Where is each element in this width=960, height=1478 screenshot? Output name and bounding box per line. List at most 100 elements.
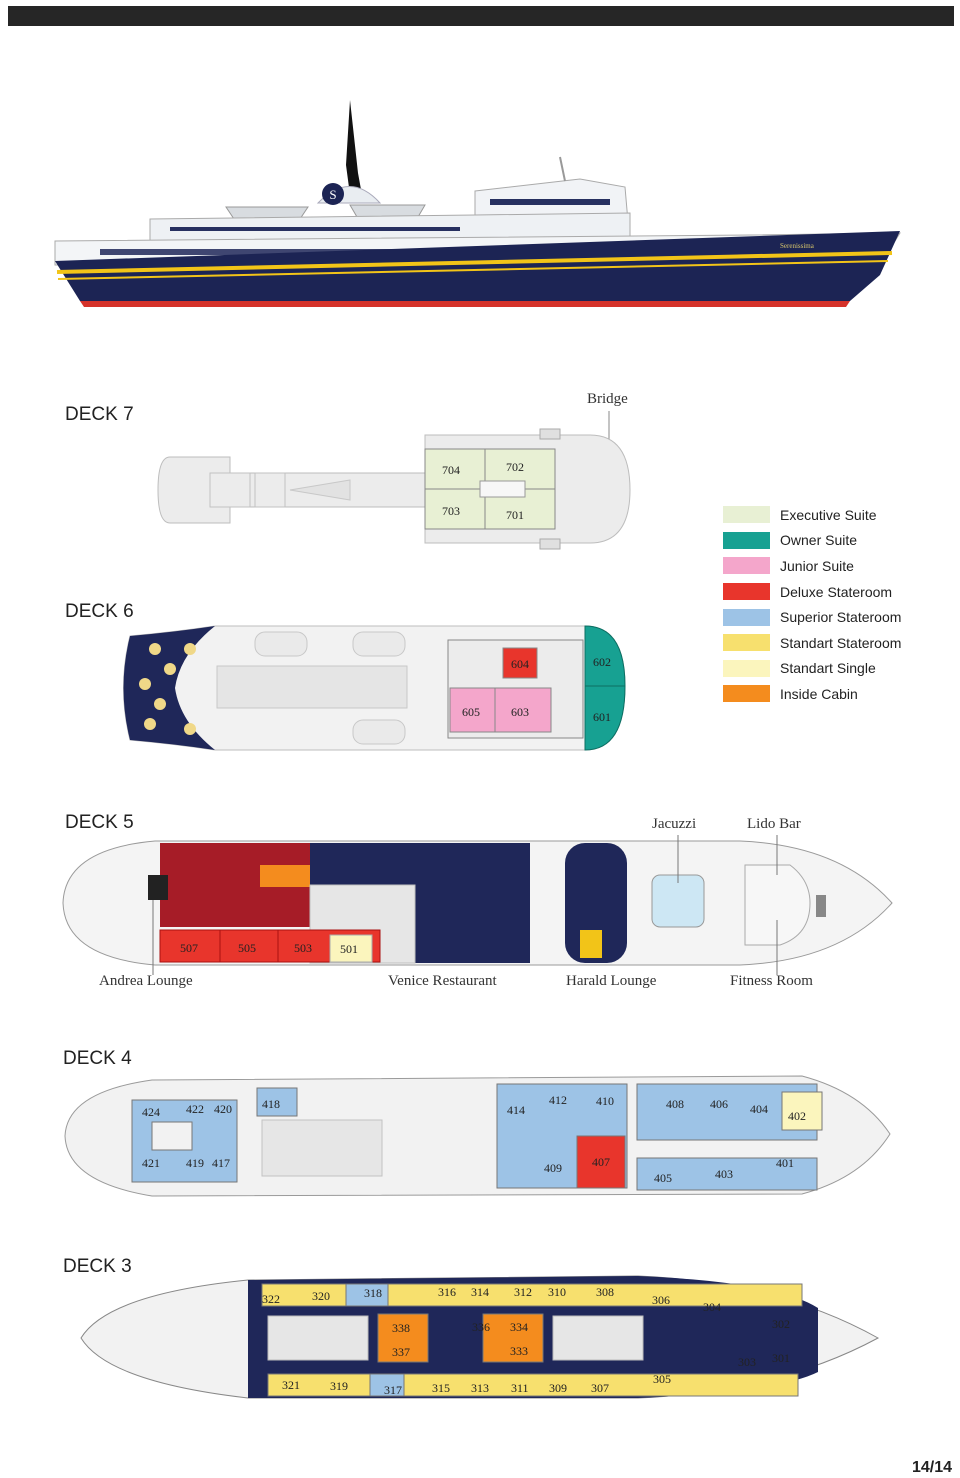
deck-3-plan: 322 320 318 316 314 312 310 308 306 304 … bbox=[80, 1275, 880, 1399]
top-bar bbox=[8, 6, 954, 26]
page-number: 14/14 bbox=[911, 1459, 952, 1476]
room-501: 501 bbox=[340, 942, 358, 956]
room-424: 424 bbox=[142, 1105, 160, 1119]
room-316: 316 bbox=[438, 1285, 456, 1299]
ship-name-on-hull: Serenissima bbox=[780, 242, 815, 250]
deck-4-title: DECK 4 bbox=[63, 1048, 132, 1069]
lido-bar-label: Lido Bar bbox=[747, 816, 801, 832]
legend-label: Standart Stateroom bbox=[780, 634, 902, 651]
legend-label: Superior Stateroom bbox=[780, 609, 902, 626]
legend-item: Junior Suite bbox=[723, 553, 943, 579]
room-422: 422 bbox=[186, 1102, 204, 1116]
room-334: 334 bbox=[510, 1320, 528, 1334]
room-336: 336 bbox=[472, 1320, 490, 1334]
room-321: 321 bbox=[282, 1378, 300, 1392]
room-304: 304 bbox=[703, 1300, 721, 1314]
room-313: 313 bbox=[471, 1381, 489, 1395]
room-307: 307 bbox=[591, 1381, 609, 1395]
room-303: 303 bbox=[738, 1355, 756, 1369]
room-603: 603 bbox=[511, 705, 529, 719]
room-310: 310 bbox=[548, 1285, 566, 1299]
room-414: 414 bbox=[507, 1103, 525, 1117]
ship-profile-illustration: S Serenissima bbox=[54, 100, 901, 307]
room-505: 505 bbox=[238, 941, 256, 955]
legend-swatch bbox=[723, 531, 770, 549]
legend-item: Inside Cabin bbox=[723, 681, 943, 707]
room-305: 305 bbox=[653, 1372, 671, 1386]
bridge-label: Bridge bbox=[587, 391, 628, 407]
room-604: 604 bbox=[511, 657, 529, 671]
fitness-room-label: Fitness Room bbox=[730, 973, 813, 989]
legend-item: Executive Suite bbox=[723, 502, 943, 528]
room-401: 401 bbox=[776, 1156, 794, 1170]
room-602: 602 bbox=[593, 655, 611, 669]
room-507: 507 bbox=[180, 941, 198, 955]
legend-swatch bbox=[723, 659, 770, 677]
room-318: 318 bbox=[364, 1286, 382, 1300]
room-309: 309 bbox=[549, 1381, 567, 1395]
room-418: 418 bbox=[262, 1097, 280, 1111]
room-317: 317 bbox=[384, 1383, 402, 1397]
room-406: 406 bbox=[710, 1097, 728, 1111]
deck-6-title: DECK 6 bbox=[65, 601, 134, 622]
deck-5-title: DECK 5 bbox=[65, 812, 134, 833]
room-306: 306 bbox=[652, 1293, 670, 1307]
legend-swatch bbox=[723, 506, 770, 524]
room-419: 419 bbox=[186, 1156, 204, 1170]
room-301: 301 bbox=[772, 1351, 790, 1365]
room-405: 405 bbox=[654, 1171, 672, 1185]
legend-label: Owner Suite bbox=[780, 532, 858, 549]
room-421: 421 bbox=[142, 1156, 160, 1170]
legend-item: Deluxe Stateroom bbox=[723, 579, 943, 605]
room-337: 337 bbox=[392, 1345, 410, 1359]
room-417: 417 bbox=[212, 1156, 230, 1170]
legend-item: Standart Single bbox=[723, 656, 943, 682]
room-503: 503 bbox=[294, 941, 312, 955]
legend-label: Junior Suite bbox=[780, 557, 854, 574]
room-407: 407 bbox=[592, 1155, 610, 1169]
room-333: 333 bbox=[510, 1344, 528, 1358]
room-404: 404 bbox=[750, 1102, 768, 1116]
room-320: 320 bbox=[312, 1289, 330, 1303]
legend-item: Owner Suite bbox=[723, 528, 943, 554]
room-315: 315 bbox=[432, 1381, 450, 1395]
legend-item: Standart Stateroom bbox=[723, 630, 943, 656]
room-408: 408 bbox=[666, 1097, 684, 1111]
venice-restaurant-label: Venice Restaurant bbox=[388, 973, 497, 989]
room-302: 302 bbox=[772, 1317, 790, 1331]
room-704: 704 bbox=[442, 463, 460, 477]
ship-logo: S bbox=[329, 187, 336, 202]
legend-swatch bbox=[723, 634, 770, 652]
room-402: 402 bbox=[788, 1109, 806, 1123]
harald-lounge-label: Harald Lounge bbox=[566, 973, 657, 989]
deck-3-title: DECK 3 bbox=[63, 1256, 132, 1277]
room-410: 410 bbox=[596, 1094, 614, 1108]
room-703: 703 bbox=[442, 504, 460, 518]
room-412: 412 bbox=[549, 1093, 567, 1107]
cabin-legend: Executive Suite Owner Suite Junior Suite… bbox=[723, 502, 943, 707]
room-322: 322 bbox=[262, 1292, 280, 1306]
deck-5-plan: 507 505 503 501 bbox=[62, 835, 893, 975]
legend-label: Standart Single bbox=[780, 660, 876, 677]
legend-swatch bbox=[723, 557, 770, 575]
legend-item: Superior Stateroom bbox=[723, 604, 943, 630]
room-605: 605 bbox=[462, 705, 480, 719]
legend-swatch bbox=[723, 685, 770, 703]
room-314: 314 bbox=[471, 1285, 489, 1299]
legend-label: Inside Cabin bbox=[780, 685, 858, 702]
room-308: 308 bbox=[596, 1285, 614, 1299]
deck-7-title: DECK 7 bbox=[65, 404, 134, 425]
room-312: 312 bbox=[514, 1285, 532, 1299]
deck-6-plan: 604 602 605 603 601 bbox=[123, 625, 626, 751]
deck-4-plan: 424 422 420 418 421 419 417 414 412 410 … bbox=[64, 1075, 891, 1197]
jacuzzi-label: Jacuzzi bbox=[652, 816, 697, 832]
room-311: 311 bbox=[511, 1381, 529, 1395]
room-420: 420 bbox=[214, 1102, 232, 1116]
legend-swatch bbox=[723, 608, 770, 626]
andrea-lounge-label: Andrea Lounge bbox=[99, 973, 193, 989]
deck-7-plan: 704 702 703 701 bbox=[157, 411, 631, 550]
legend-label: Executive Suite bbox=[780, 506, 877, 523]
legend-swatch bbox=[723, 583, 770, 601]
room-601: 601 bbox=[593, 710, 611, 724]
legend-label: Deluxe Stateroom bbox=[780, 583, 893, 600]
